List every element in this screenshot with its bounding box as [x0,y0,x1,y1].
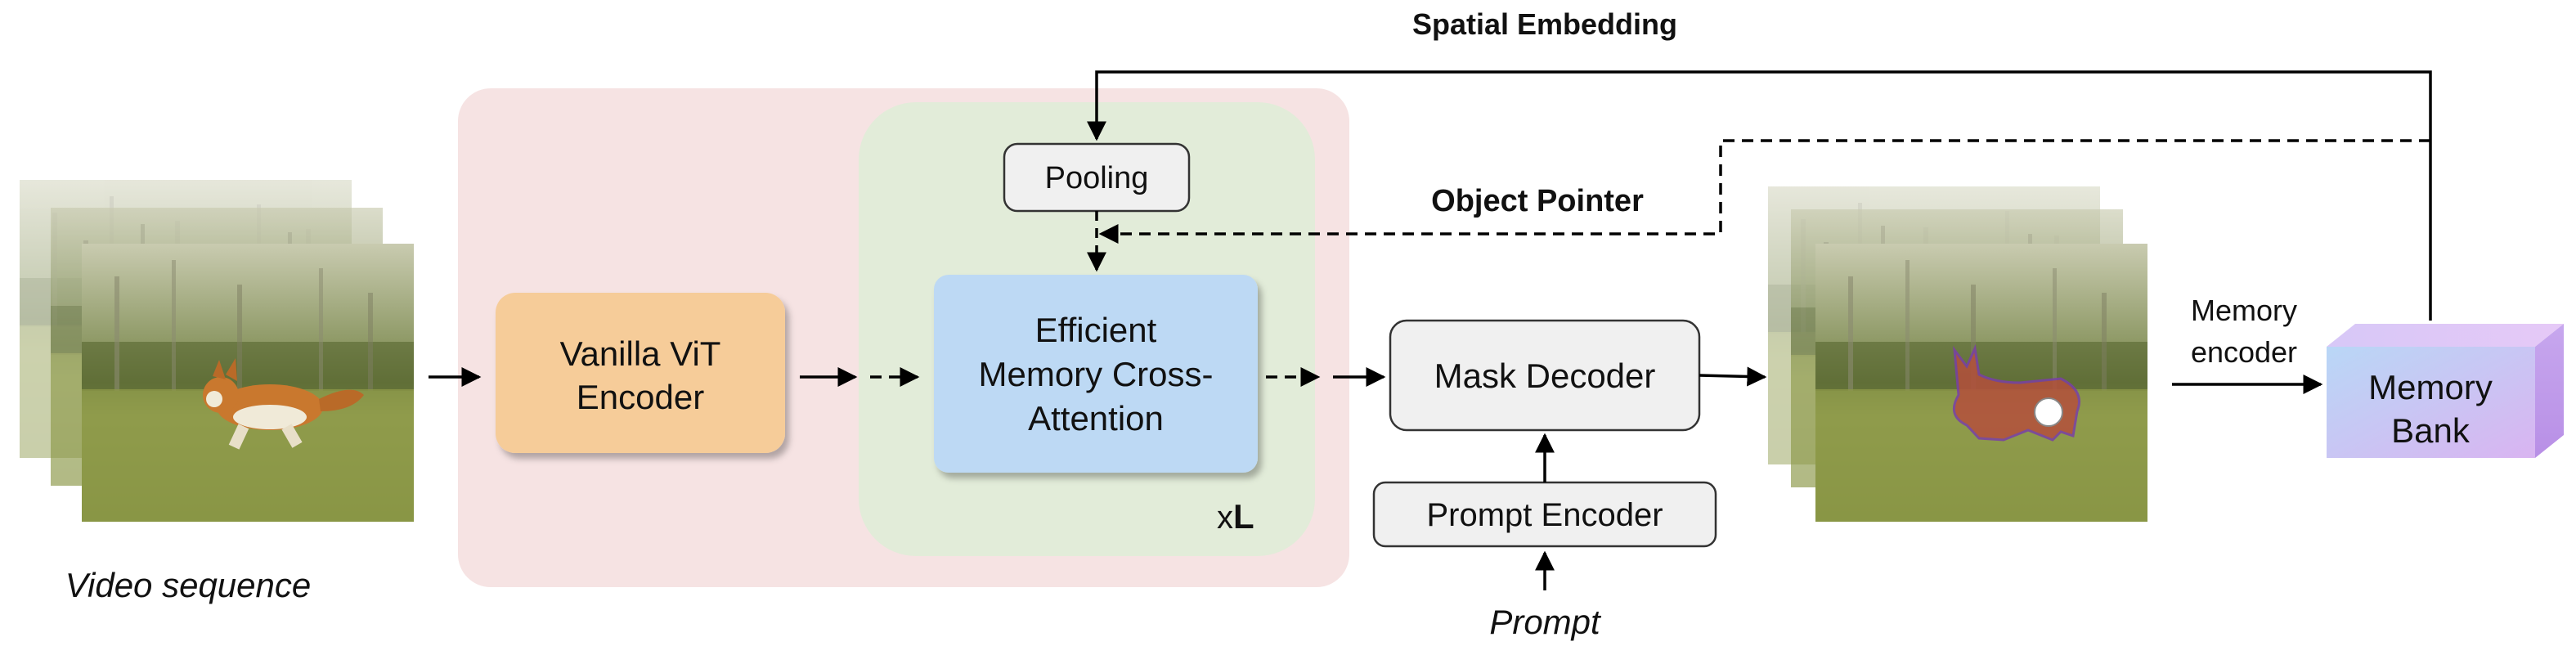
video-sequence-frames [20,180,414,522]
memory-bank-label-line1: Memory [2368,368,2493,406]
prompt-encoder-label: Prompt Encoder [1426,497,1663,533]
dog-running-image [203,358,364,450]
memory-encoder-label-line2: encoder [2191,335,2297,369]
object-pointer-label: Object Pointer [1431,184,1644,218]
cross-attention-label-line3: Attention [1028,399,1164,437]
pooling-label: Pooling [1045,161,1149,195]
repeat-count-label: xL [1217,497,1254,536]
vit-encoder-label-line1: Vanilla ViT [560,334,721,373]
cross-attention-label-line1: Efficient [1035,311,1157,349]
memory-bank-block: Memory Bank [2327,324,2564,458]
masked-frame-current [1815,244,2147,522]
arrow-object-pointer [1098,139,2430,244]
arrow-decoder-to-output [1699,366,1767,387]
memory-bank-label-line2: Bank [2391,411,2471,450]
prompt-point-marker [2034,397,2063,427]
spatial-embedding-label: Spatial Embedding [1412,7,1677,41]
video-frame-current [82,244,414,522]
video-sequence-label: Video sequence [65,566,311,604]
prompt-label: Prompt [1489,603,1602,641]
cross-attention-box [934,275,1258,473]
mask-decoder-label: Mask Decoder [1434,357,1656,395]
vit-encoder-label-line2: Encoder [577,378,704,416]
memory-encoder-label-line1: Memory [2191,294,2297,327]
dog-segmentation-mask [1952,343,2080,442]
vit-encoder-box [496,293,785,453]
masked-output-frames [1768,186,2147,522]
cross-attention-label-line2: Memory Cross- [978,355,1213,393]
arrow-spatial-embedding [1087,70,2432,321]
